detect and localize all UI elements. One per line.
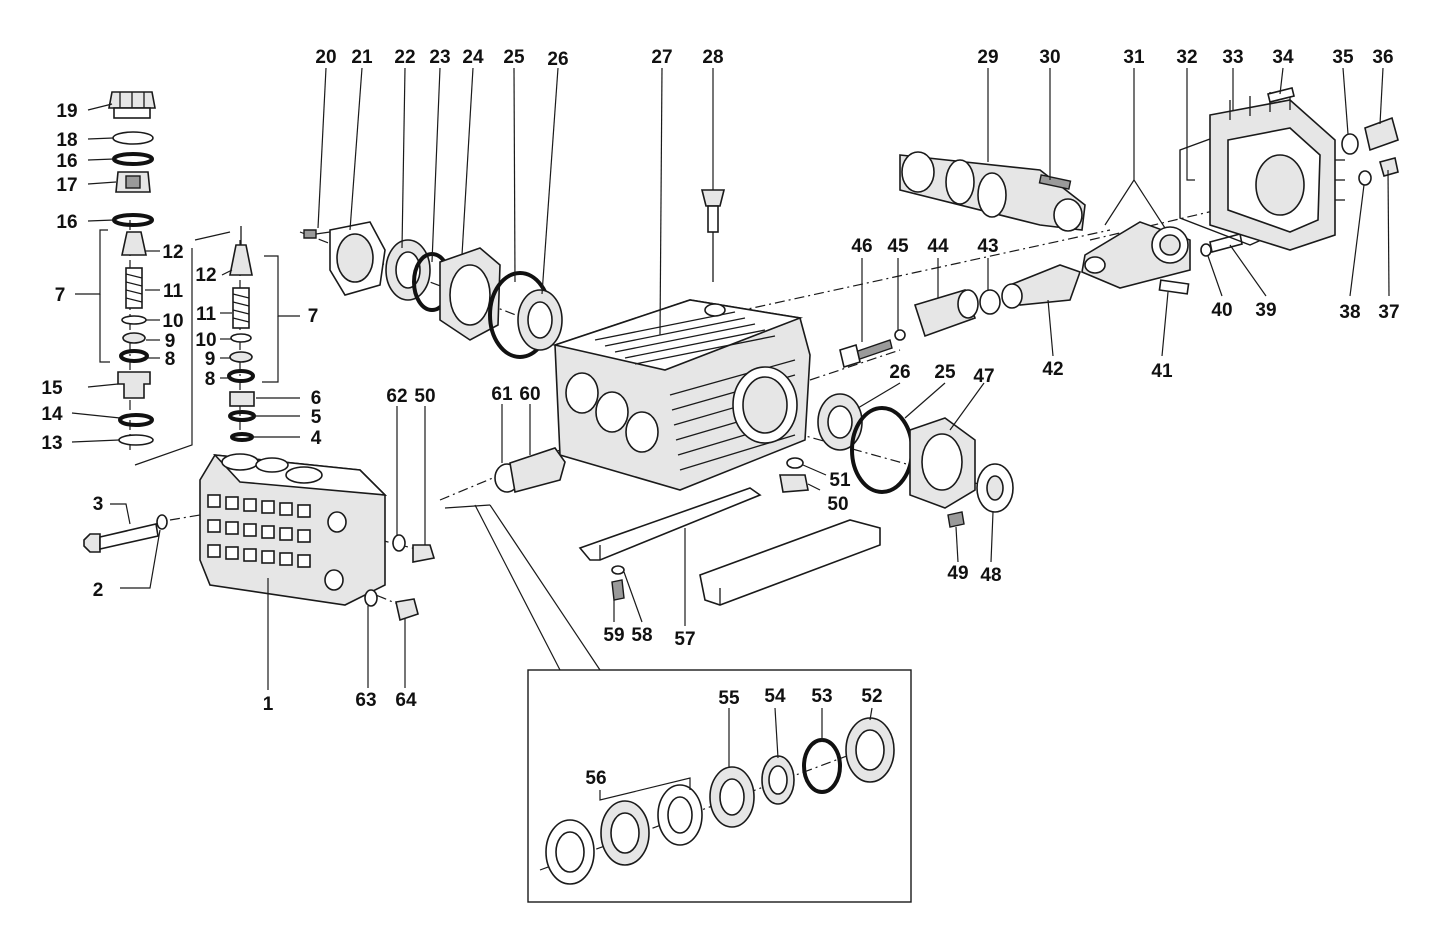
callout-20: 20 [315,47,336,68]
callout-46: 46 [851,236,872,257]
callout-49: 49 [947,563,968,584]
callout-24: 24 [462,47,484,68]
callout-62: 62 [386,386,407,407]
callout-31: 31 [1123,47,1145,68]
callout-5: 5 [311,407,322,428]
callout-10-right: 10 [195,330,216,351]
callout-50-right: 50 [827,494,848,515]
callout-34: 34 [1272,47,1294,68]
valve-stack-left [108,91,156,446]
callout-44: 44 [927,236,949,257]
callout-47: 47 [973,366,994,387]
callout-64: 64 [395,690,417,711]
callout-10-left: 10 [162,311,183,332]
callout-30: 30 [1039,47,1060,68]
callout-33: 33 [1222,47,1243,68]
manifold-bolt [83,514,168,553]
rear-cover [1179,87,1399,251]
callout-21: 21 [351,47,373,68]
callout-8-left: 8 [165,349,176,370]
callout-55: 55 [718,688,740,709]
callout-60: 60 [519,384,540,405]
callout-7-left: 7 [55,285,66,306]
mounting-feet [578,487,881,606]
bearing-cover-right [779,393,1014,528]
callout-42: 42 [1042,359,1063,380]
callout-numbers: 1 2 3 4 5 6 7 8 9 10 11 12 7 8 9 10 11 1… [41,47,1399,789]
callout-26-right: 26 [889,362,910,383]
plunger-sleeve [494,447,566,493]
manifold-ribs [207,494,311,568]
callout-8-right: 8 [205,369,216,390]
connecting-rod [1001,221,1243,309]
callout-16-lower: 16 [56,212,77,233]
side-plugs [364,534,436,622]
callout-43: 43 [977,236,998,257]
callout-45: 45 [887,236,909,257]
callout-1: 1 [263,694,274,715]
callout-56: 56 [585,768,606,789]
callout-17: 17 [56,175,77,196]
callout-54: 54 [764,686,786,707]
callout-12-left: 12 [162,242,183,263]
callout-6: 6 [311,388,322,409]
callout-2: 2 [93,580,104,601]
callout-63: 63 [355,690,376,711]
callout-7-right: 7 [308,306,319,327]
callout-26-top: 26 [547,49,568,70]
dipstick [700,189,726,282]
callout-22: 22 [394,47,415,68]
seal-kit-inset [444,504,912,903]
callout-38: 38 [1339,302,1360,323]
callout-19: 19 [56,101,77,122]
valve-stack-center [227,226,256,442]
callout-40: 40 [1211,300,1232,321]
callout-15: 15 [41,378,63,399]
callout-11-left: 11 [163,281,184,302]
callout-35: 35 [1332,47,1354,68]
manifold-head [199,453,388,606]
callout-25-right: 25 [934,362,956,383]
crankcase [552,299,811,491]
leader-lines [71,67,1390,768]
crank-seals-left [303,221,563,359]
callout-12-right: 12 [195,265,216,286]
callout-39: 39 [1255,300,1276,321]
callout-4: 4 [311,428,322,449]
callout-58: 58 [631,625,652,646]
callout-25-top: 25 [503,47,525,68]
callout-50-left: 50 [414,386,435,407]
callout-57: 57 [674,629,695,650]
callout-52: 52 [861,686,882,707]
callout-3: 3 [93,494,104,515]
callout-41: 41 [1151,361,1173,382]
callout-61: 61 [491,384,513,405]
callout-53: 53 [811,686,832,707]
callout-59: 59 [603,625,624,646]
callout-51: 51 [829,470,851,491]
callout-37: 37 [1378,302,1399,323]
callout-32: 32 [1176,47,1197,68]
callout-48: 48 [980,565,1001,586]
callout-13: 13 [41,433,62,454]
callout-9-right: 9 [205,349,216,370]
callout-9-left: 9 [165,331,176,352]
callout-29: 29 [977,47,998,68]
callout-36: 36 [1372,47,1393,68]
callout-16-upper: 16 [56,151,77,172]
crankshaft [899,151,1086,232]
callout-11-right: 11 [196,304,217,325]
callout-23: 23 [429,47,450,68]
callout-18: 18 [56,130,77,151]
callout-14: 14 [41,404,63,425]
callout-28: 28 [702,47,723,68]
callout-27: 27 [651,47,672,68]
plunger-guide [839,289,1001,369]
